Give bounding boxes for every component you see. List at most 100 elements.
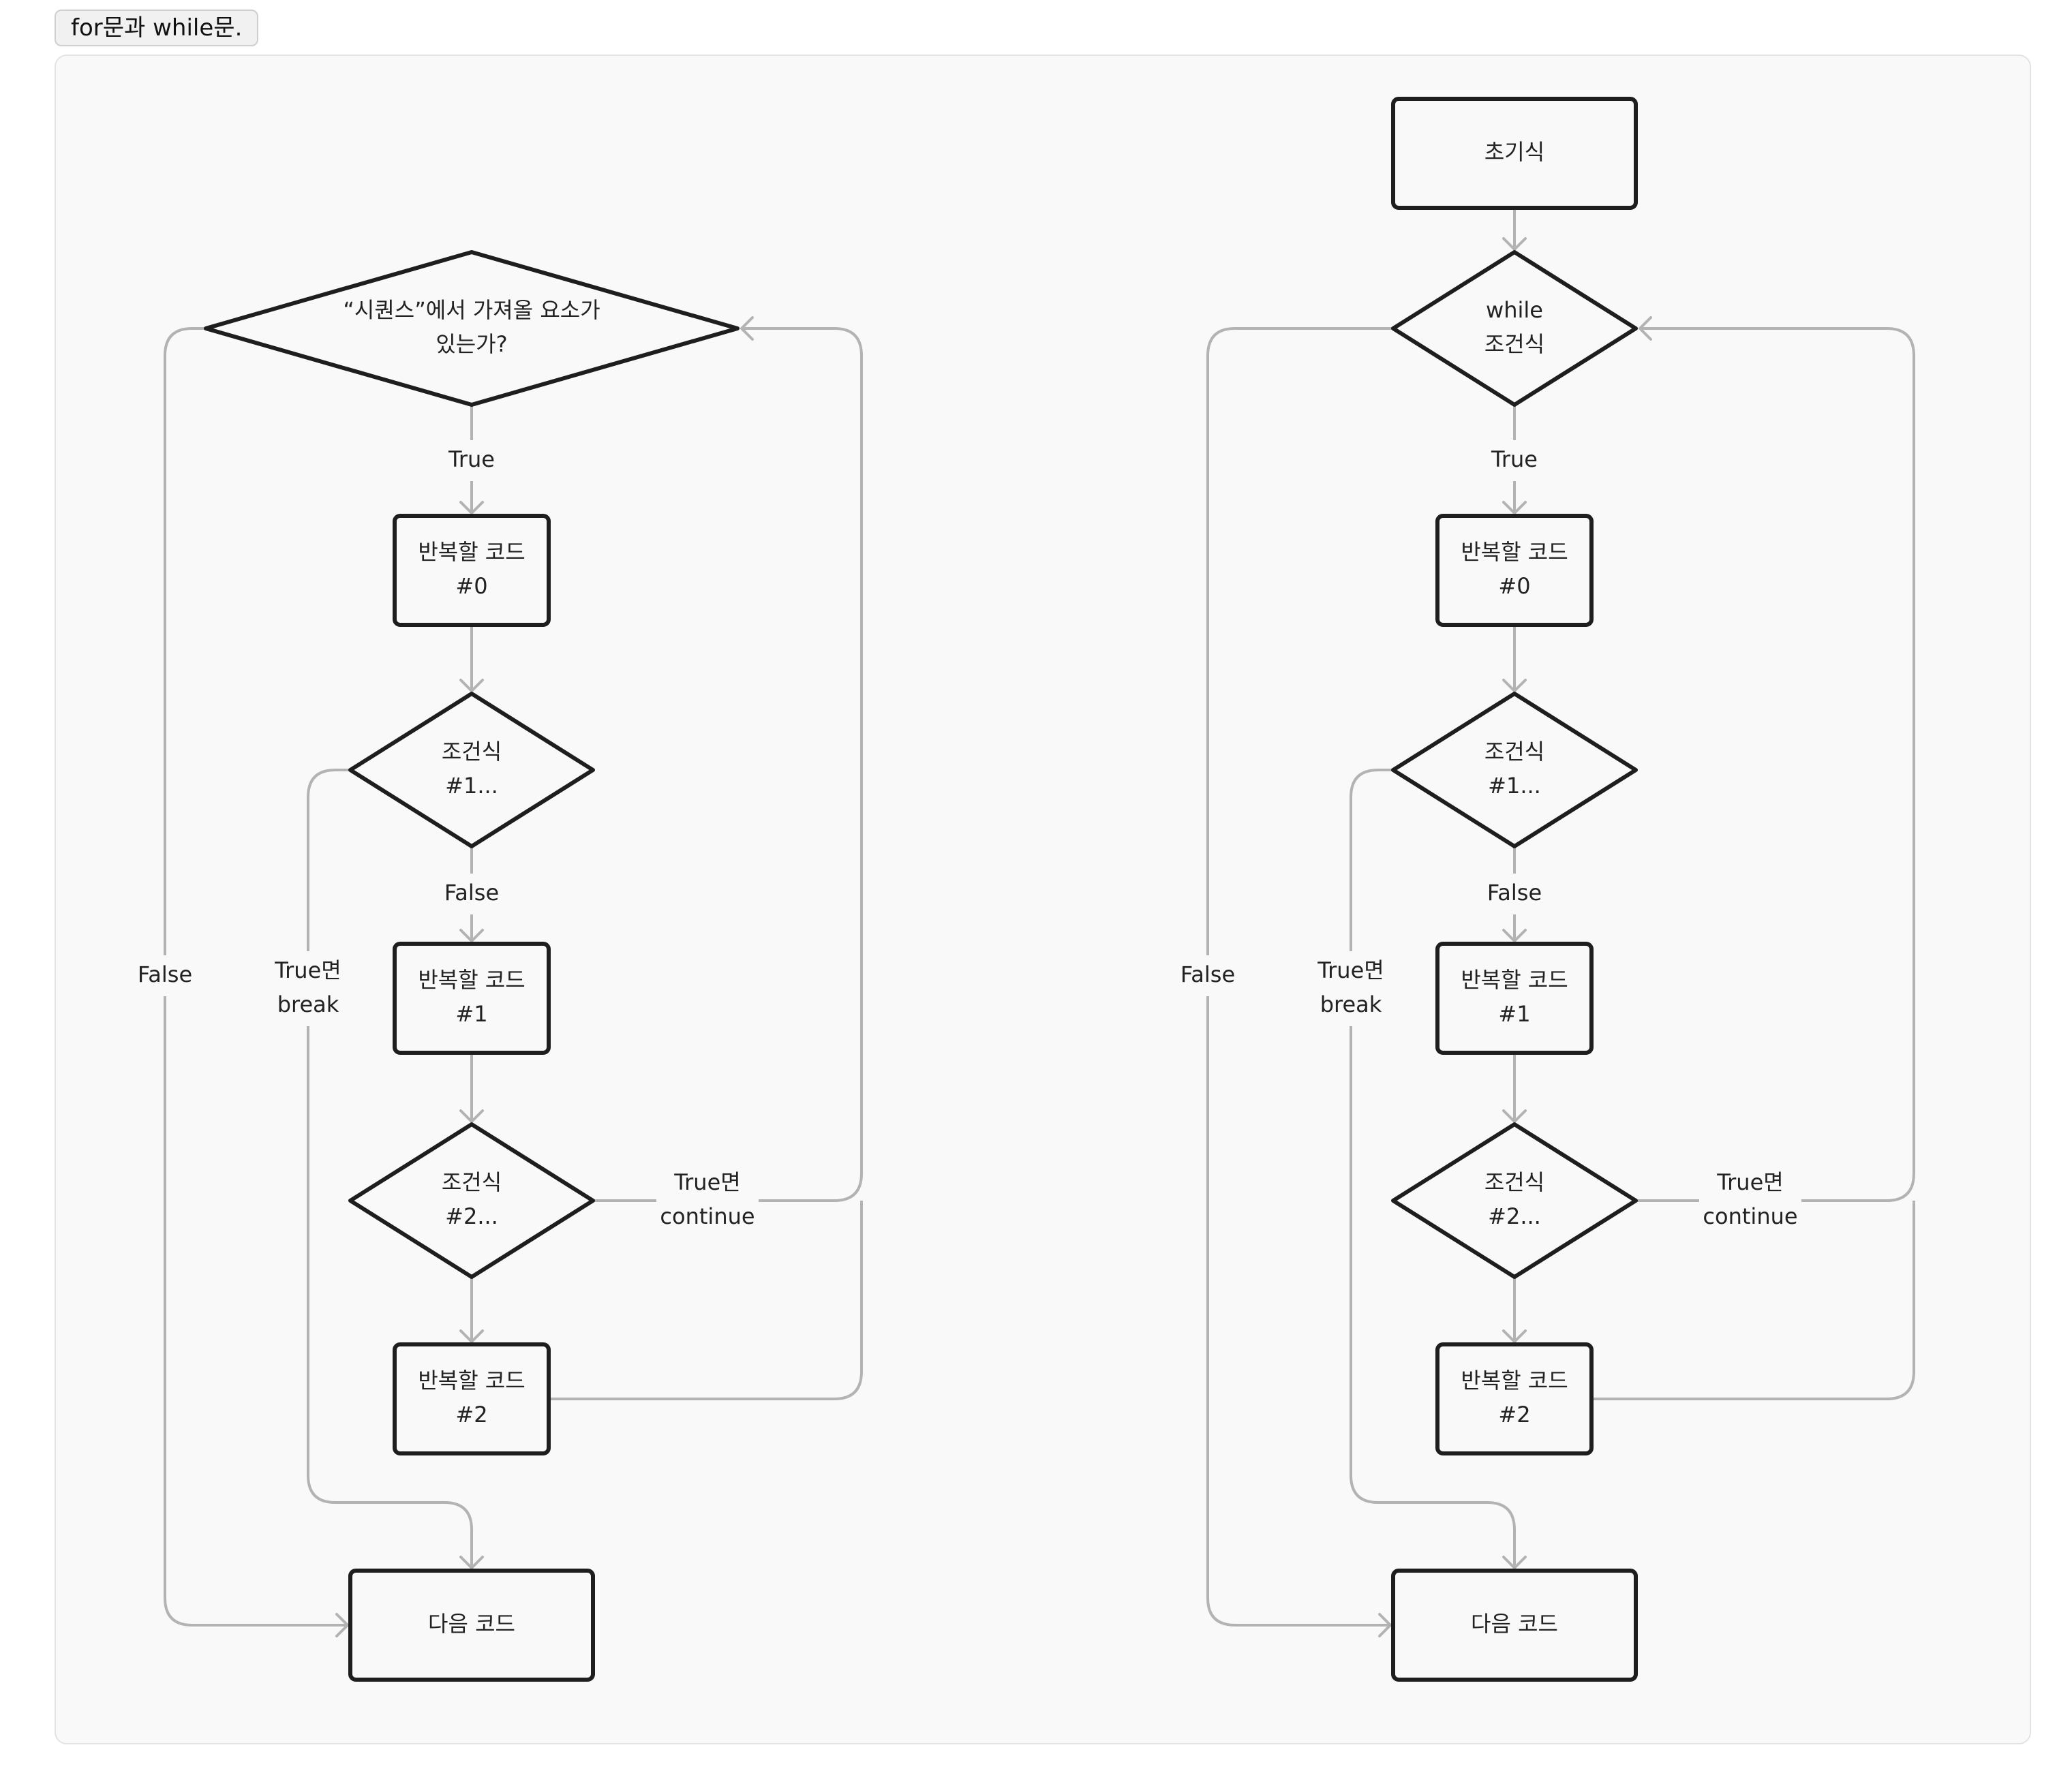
label-line: #2	[1498, 1402, 1530, 1428]
arrow-check1-break	[459, 1556, 484, 1569]
arrow-loop-back	[740, 316, 754, 341]
label-line: 조건식	[1484, 1169, 1544, 1195]
label-line: continue	[660, 1203, 755, 1229]
check2-node: 조건식 #2...	[348, 1122, 595, 1279]
label-line: 반복할 코드	[418, 539, 525, 565]
code2-node: 반복할 코드 #2	[1435, 1342, 1594, 1455]
label-line: #1	[455, 1001, 487, 1027]
label-background	[441, 440, 502, 481]
code0-node: 반복할 코드#0	[393, 514, 551, 627]
label-line: #1...	[445, 773, 498, 799]
label-line: while	[1486, 297, 1543, 323]
label-line: True	[448, 446, 495, 472]
label-line: #2...	[1488, 1203, 1541, 1229]
label-line: 초기식	[1484, 139, 1544, 165]
label-background	[1484, 440, 1545, 481]
label-line: 조건식	[1484, 739, 1544, 765]
check2-node: 조건식 #2...	[1391, 1122, 1638, 1279]
arrow-code1-to-check2	[459, 1109, 484, 1123]
edge-check1-break	[307, 769, 473, 1568]
label-line: #2...	[445, 1203, 498, 1229]
edge-label-false-outer: False	[127, 955, 202, 996]
decision-diamond	[204, 250, 740, 407]
label-line: 있는가?	[436, 331, 507, 357]
process-box	[1435, 1342, 1594, 1455]
arrow-check1-to-code1	[1502, 929, 1527, 942]
label-line: 다음 코드	[428, 1611, 515, 1637]
code1-node: 반복할 코드#1	[393, 942, 551, 1055]
label-line: True	[1491, 446, 1538, 472]
label-background	[656, 1163, 759, 1238]
label-line: True면	[1716, 1169, 1783, 1195]
edge-label-false-inner: False	[438, 874, 506, 914]
label-line: 조건식	[442, 739, 502, 765]
label-line: False	[444, 880, 499, 906]
init-node: 초기식	[1391, 97, 1638, 210]
label-line: #2	[455, 1402, 487, 1428]
edge-check2-continue	[593, 327, 863, 1202]
arrow-check2-to-code2	[459, 1329, 484, 1343]
label-line: True면	[673, 1169, 740, 1195]
label-background	[438, 874, 506, 914]
arrow-cond-to-code0	[459, 501, 484, 514]
label-line: 반복할 코드	[418, 1368, 525, 1393]
arrow-loop-back	[1639, 316, 1652, 341]
label-line: 조건식	[1484, 331, 1544, 357]
label-background	[1480, 874, 1549, 914]
process-box	[1391, 97, 1638, 210]
label-line: 반복할 코드	[1461, 539, 1568, 565]
label-line: False	[1487, 880, 1542, 906]
edge-label-continue: True면 continue	[1699, 1163, 1801, 1238]
process-box	[1391, 1569, 1638, 1682]
label-line: True면	[1317, 957, 1384, 983]
arrow-check1-to-code1	[459, 929, 484, 942]
process-box	[393, 1342, 551, 1455]
edge-label-break: True면 break	[271, 951, 346, 1026]
arrow-cond-false	[335, 1613, 349, 1637]
code0-node: 반복할 코드 #0	[1435, 514, 1594, 627]
label-line: 다음 코드	[1471, 1611, 1558, 1637]
process-box	[348, 1569, 595, 1682]
decision-diamond	[1391, 692, 1638, 848]
label-background	[1170, 955, 1245, 996]
label-line: False	[1180, 961, 1235, 987]
label-line: #1...	[1488, 773, 1541, 799]
code2-node: 반복할 코드 #2	[393, 1342, 551, 1455]
edge-label-continue: True면 continue	[656, 1163, 759, 1238]
decision-diamond	[348, 692, 595, 848]
process-box	[393, 942, 551, 1055]
label-background	[127, 955, 202, 996]
arrow-cond-false	[1378, 1613, 1392, 1637]
label-line: #0	[1498, 573, 1530, 599]
edge-label-break: True면 break	[1313, 951, 1388, 1026]
edge-code2-loop	[549, 1201, 863, 1400]
label-line: 반복할 코드	[1461, 1368, 1568, 1393]
label-line: break	[277, 991, 339, 1017]
check1-node: 조건식 #1...	[348, 692, 595, 848]
label-line: False	[138, 961, 192, 987]
label-line: continue	[1703, 1203, 1797, 1229]
arrow-cond-to-code0	[1502, 501, 1527, 514]
label-background	[1313, 951, 1388, 1026]
diagram-panel	[55, 55, 2031, 1744]
label-line: 반복할 코드	[1461, 967, 1568, 993]
arrow-check2-to-code2	[1502, 1329, 1527, 1343]
arrow-code1-to-check2	[1502, 1109, 1527, 1123]
edge-label-true: True	[1484, 440, 1545, 481]
decision-diamond	[1391, 250, 1638, 407]
arrow-code0-to-check1	[459, 679, 484, 692]
process-box	[1435, 942, 1594, 1055]
label-line: 조건식	[442, 1169, 502, 1195]
label-line: True면	[274, 957, 341, 983]
process-box	[1435, 514, 1594, 627]
check1-node: 조건식 #1...	[1391, 692, 1638, 848]
arrow-code0-to-check1	[1502, 679, 1527, 692]
process-box	[393, 514, 551, 627]
decision-diamond	[348, 1122, 595, 1279]
label-line: break	[1320, 991, 1382, 1017]
edge-check2-continue	[1636, 327, 1915, 1202]
decision-diamond	[1391, 1122, 1638, 1279]
